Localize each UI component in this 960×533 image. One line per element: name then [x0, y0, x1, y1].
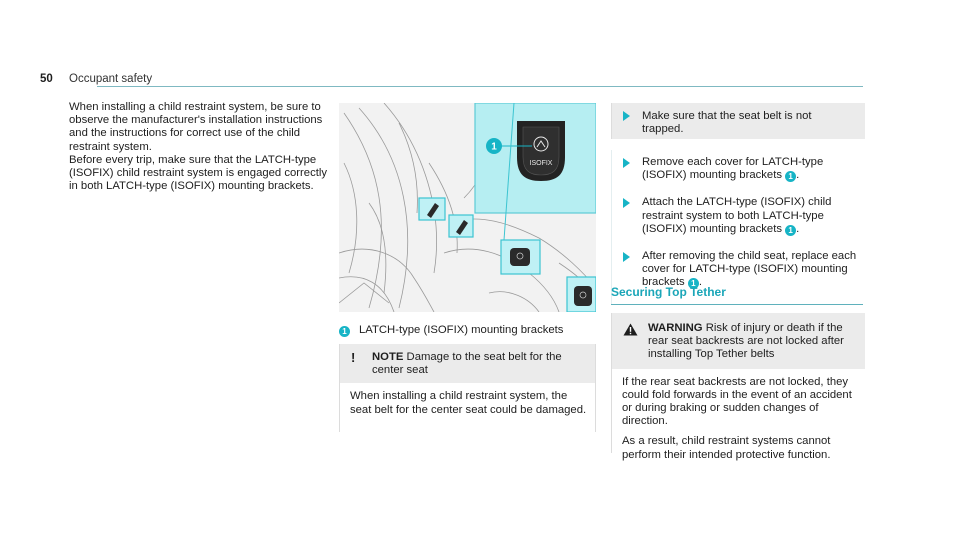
warning-subtitle: Risk of injury or death if the rear seat… [648, 322, 844, 361]
reference-badge: 1 [687, 278, 699, 290]
warning-triangle-icon [623, 323, 638, 336]
note-subtitle: Damage to the seat belt for the center s… [372, 351, 562, 377]
step-arrow-icon [623, 158, 630, 168]
warning-box: WARNING Risk of injury or death if the r… [611, 313, 865, 461]
note-header: ! NOTE Damage to the seat belt for the c… [340, 344, 595, 384]
steps-list: Remove each cover for LATCH-type (ISOFIX… [611, 150, 865, 304]
seat-line-drawing: ISOFIX 1 [339, 103, 596, 312]
figure-caption: 1 LATCH-type (ISOFIX) mounting brackets [339, 324, 597, 337]
header-divider [97, 86, 863, 87]
exclamation-icon: ! [351, 350, 356, 365]
page-number: 50 [40, 73, 53, 85]
top-tether-heading: Securing Top Tether [611, 285, 863, 306]
note-box: ! NOTE Damage to the seat belt for the c… [339, 344, 596, 432]
callout-number: 1 [491, 142, 497, 153]
step-item: Attach the LATCH-type (ISOFIX) child res… [612, 196, 865, 236]
step-text-end: . [796, 169, 800, 182]
isofix-label: ISOFIX [530, 160, 553, 167]
reference-badge: 1 [785, 171, 797, 183]
intro-text: When installing a child restraint system… [69, 101, 337, 193]
warning-body: If the rear seat backrests are not locke… [612, 369, 865, 462]
step-item: After removing the child seat, replace e… [612, 250, 865, 290]
intro-paragraph-2: Before every trip, make sure that the LA… [69, 153, 328, 193]
step-text: Remove each cover for LATCH-type (ISOFIX… [642, 156, 824, 182]
step-text: Attach the LATCH-type (ISOFIX) child res… [642, 196, 832, 235]
warning-paragraph-1: If the rear seat backrests are not locke… [622, 375, 852, 428]
step-item: Remove each cover for LATCH-type (ISOFIX… [612, 156, 865, 183]
caption-text: LATCH-type (ISOFIX) mounting brackets [359, 324, 564, 336]
step-text-end: . [796, 222, 800, 235]
step-arrow-icon [623, 111, 630, 121]
warning-header: WARNING Risk of injury or death if the r… [612, 313, 865, 369]
belt-check-box: Make sure that the seat belt is not trap… [611, 103, 865, 139]
step-text-end: . [698, 276, 702, 289]
note-body: When installing a child restraint system… [350, 390, 587, 416]
intro-paragraph-1: When installing a child restraint system… [69, 101, 323, 153]
isofix-illustration: ISOFIX 1 [339, 103, 596, 312]
warning-paragraph-2: As a result, child restraint systems can… [622, 435, 831, 461]
step-arrow-icon [623, 252, 630, 263]
note-title: NOTE [372, 351, 404, 363]
step-arrow-icon [623, 198, 630, 209]
caption-number-badge: 1 [339, 326, 350, 337]
section-title: Occupant safety [69, 73, 153, 85]
warning-title: WARNING [648, 322, 703, 334]
belt-check-text: Make sure that the seat belt is not trap… [642, 110, 812, 136]
reference-badge: 1 [785, 224, 797, 236]
step-text: After removing the child seat, replace e… [642, 250, 857, 289]
